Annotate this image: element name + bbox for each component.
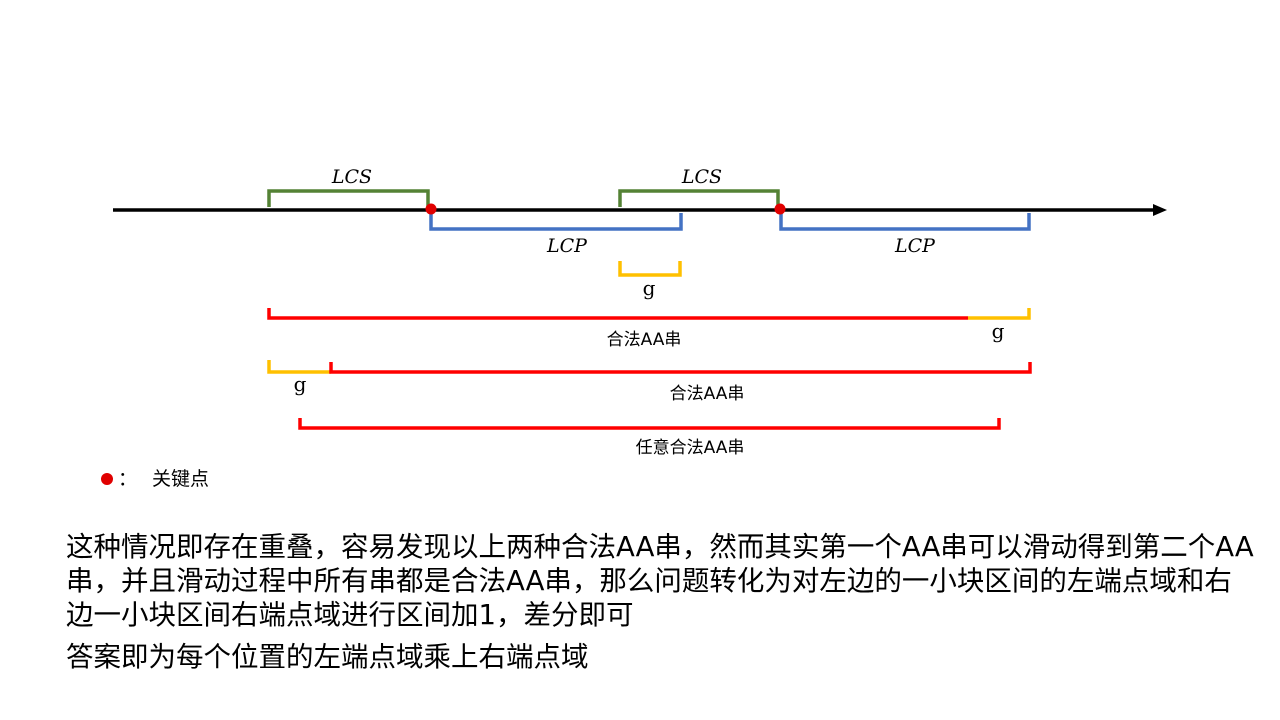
- lcs-bracket-2: [618, 189, 780, 207]
- gap-label-right: g: [992, 319, 1005, 343]
- gap-label-middle: g: [643, 276, 656, 300]
- legend-label: 关键点: [152, 468, 209, 490]
- gap-bracket-right: [968, 308, 1031, 320]
- lcp-label-2: LCP: [894, 235, 936, 257]
- valid-aa-label-1: 合法AA串: [607, 330, 682, 350]
- legend-key-point-icon: [101, 473, 113, 485]
- legend-separator: ：: [118, 468, 137, 490]
- any-valid-aa-label: 任意合法AA串: [636, 438, 745, 458]
- lcp-label-1: LCP: [546, 235, 588, 257]
- lcs-label-2: LCS: [681, 166, 722, 188]
- valid-aa-bracket-2: [329, 362, 1032, 374]
- key-point-2: [774, 203, 786, 215]
- lcs-label-1: LCS: [331, 166, 372, 188]
- valid-aa-bracket-1: [267, 308, 968, 320]
- explanation-text: 这种情况即存在重叠，容易发现以上两种合法AA串，然而其实第一个AA串可以滑动得到…: [66, 530, 1256, 682]
- gap-bracket-middle: [618, 261, 682, 277]
- gap-bracket-left: [267, 360, 331, 374]
- axis-arrowhead: [1153, 204, 1167, 216]
- any-valid-aa-bracket: [298, 418, 1001, 430]
- lcp-bracket-1: [429, 213, 683, 231]
- paragraph-2: 答案即为每个位置的左端点域乘上右端点域: [66, 641, 589, 673]
- lcp-bracket-2: [779, 213, 1031, 231]
- key-point-1: [425, 203, 437, 215]
- valid-aa-label-2: 合法AA串: [670, 384, 745, 404]
- gap-label-left: g: [294, 372, 307, 396]
- lcs-bracket-1: [267, 189, 430, 207]
- diagram: LCS LCS LCP LCP g 合法AA串 g g 合法AA串 任意合法AA…: [101, 166, 1167, 490]
- paragraph-1: 这种情况即存在重叠，容易发现以上两种合法AA串，然而其实第一个AA串可以滑动得到…: [66, 531, 1254, 631]
